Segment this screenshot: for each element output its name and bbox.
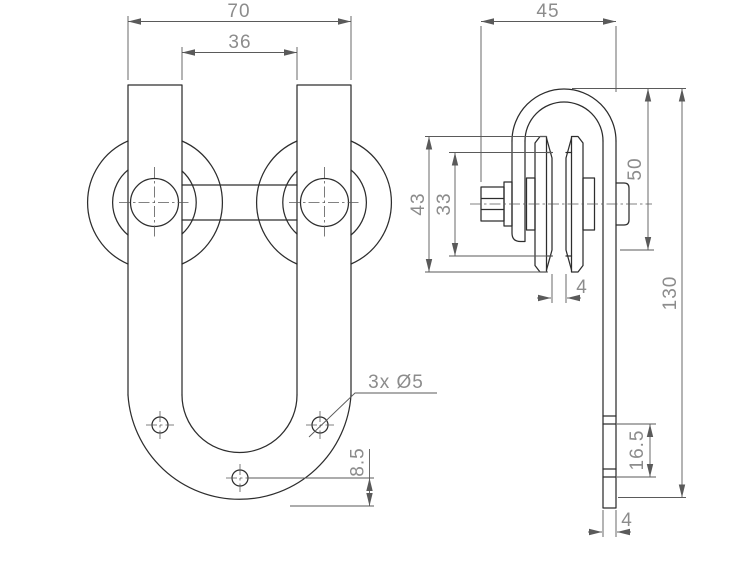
dim-front-bottom-hole-offset-label: 8.5: [348, 447, 369, 476]
plate-edges: [602, 140, 617, 509]
extension-lines: [248, 449, 374, 507]
dim-side-overall-width-label: 45: [536, 1, 559, 22]
dim-side-overall-height-label: 130: [660, 276, 681, 311]
dim-side-flange-diameter: 43: [408, 136, 548, 273]
side-view: 45 50 130 43 33 4: [408, 1, 686, 537]
dim-side-tread-diameter: 33: [434, 152, 553, 257]
extension-lines: [602, 510, 617, 537]
dim-side-hang-height: 50: [572, 88, 686, 251]
dim-side-hole-spacing-label: 16.5: [627, 430, 648, 471]
hole-centerlines: [146, 411, 334, 492]
dim-side-flange-diameter-label: 43: [408, 192, 429, 215]
leader-line: [308, 392, 437, 438]
extension-lines: [127, 16, 352, 80]
dim-side-plate-thickness-label: 4: [621, 510, 633, 531]
dim-side-groove-width-label: 4: [576, 277, 588, 298]
extension-lines: [425, 136, 548, 273]
axle-bar: [181, 184, 298, 221]
dim-side-tread-diameter-label: 33: [434, 192, 455, 215]
wheel-right-flange-arcs: [256, 140, 392, 265]
strap-arch: [511, 88, 617, 142]
dim-side-hang-height-label: 50: [625, 157, 646, 180]
strap-left-leg: [511, 140, 526, 243]
front-mount-holes: [151, 416, 329, 487]
extension-lines: [480, 26, 617, 182]
dim-side-groove-width: 4: [537, 274, 588, 303]
extension-lines: [449, 152, 553, 257]
side-strap: [511, 88, 617, 243]
dim-front-overall-width: 70: [127, 1, 352, 80]
dim-front-holes-label: 3x Ø5: [368, 372, 424, 393]
dim-side-hole-spacing: 16.5: [617, 423, 656, 478]
bracket-arms: [127, 84, 352, 396]
dim-side-overall-height: 130: [618, 88, 686, 498]
wheel-left-flange-arcs: [87, 140, 223, 265]
dim-front-slot-width-label: 36: [228, 32, 251, 53]
dim-side-overall-width: 45: [480, 1, 617, 182]
dim-front-slot-width: 36: [181, 32, 298, 80]
extension-lines: [551, 274, 567, 303]
front-centerlines: [119, 167, 360, 492]
dim-front-bottom-hole-offset: 8.5: [248, 447, 374, 507]
side-mount-plate: [602, 140, 617, 509]
dim-front-holes-callout: 3x Ø5: [308, 372, 437, 438]
wheel-flange-right: [570, 135, 584, 273]
front-view: 70 36 3x Ø5 8.5: [87, 1, 437, 507]
front-bracket-outline: [127, 84, 352, 500]
bolt-washer: [503, 181, 513, 227]
dim-side-plate-thickness: 4: [588, 510, 633, 537]
bracket-u-bottom: [127, 394, 352, 500]
dim-front-overall-width-label: 70: [227, 1, 250, 22]
wheel-centerlines: [119, 167, 360, 238]
plate-hole-edges: [602, 415, 617, 478]
front-axle: [181, 184, 298, 221]
